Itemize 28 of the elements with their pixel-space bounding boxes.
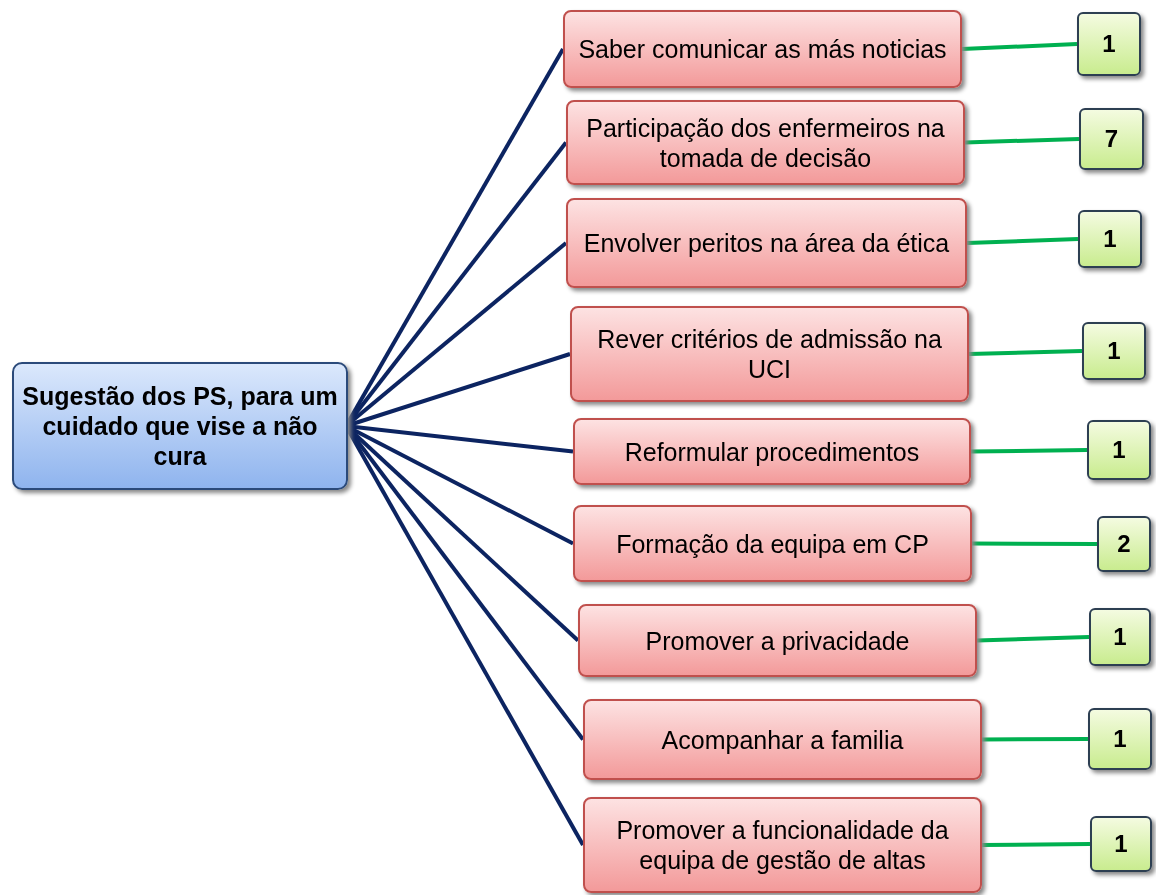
count-box: 2 xyxy=(1097,516,1151,572)
suggestion-box: Promover a privacidade xyxy=(578,604,977,677)
count-box: 1 xyxy=(1078,210,1142,268)
count-box: 7 xyxy=(1079,108,1144,170)
suggestion-box: Saber comunicar as más noticias xyxy=(563,10,962,88)
suggestion-box: Formação da equipa em CP xyxy=(573,505,972,582)
suggestion-box: Rever critérios de admissão na UCI xyxy=(570,306,969,402)
connector-line xyxy=(961,42,1078,51)
connector-line xyxy=(964,137,1080,145)
connector-line xyxy=(976,635,1090,643)
suggestion-box: Participação dos enfermeiros na tomada de decisão xyxy=(566,100,965,185)
connector-line xyxy=(981,842,1091,847)
connector-line xyxy=(966,237,1079,245)
topic-box: Sugestão dos PS, para um cuidado que vise a não cura xyxy=(12,362,348,490)
connector-line xyxy=(968,349,1083,356)
count-box: 1 xyxy=(1082,322,1146,380)
connector-line xyxy=(972,541,1097,546)
count-box: 1 xyxy=(1088,708,1152,770)
connector-line xyxy=(970,448,1088,454)
suggestion-box: Reformular procedimentos xyxy=(573,418,971,485)
connector-line xyxy=(982,737,1088,742)
suggestion-box: Acompanhar a familia xyxy=(583,699,982,780)
count-box: 1 xyxy=(1090,816,1152,872)
suggestion-box: Envolver peritos na área da ética xyxy=(566,198,967,288)
suggestion-box: Promover a funcionalidade da equipa de gestão de altas xyxy=(583,797,982,893)
count-box: 1 xyxy=(1089,608,1151,666)
count-box: 1 xyxy=(1087,420,1151,480)
count-box: 1 xyxy=(1077,12,1141,76)
